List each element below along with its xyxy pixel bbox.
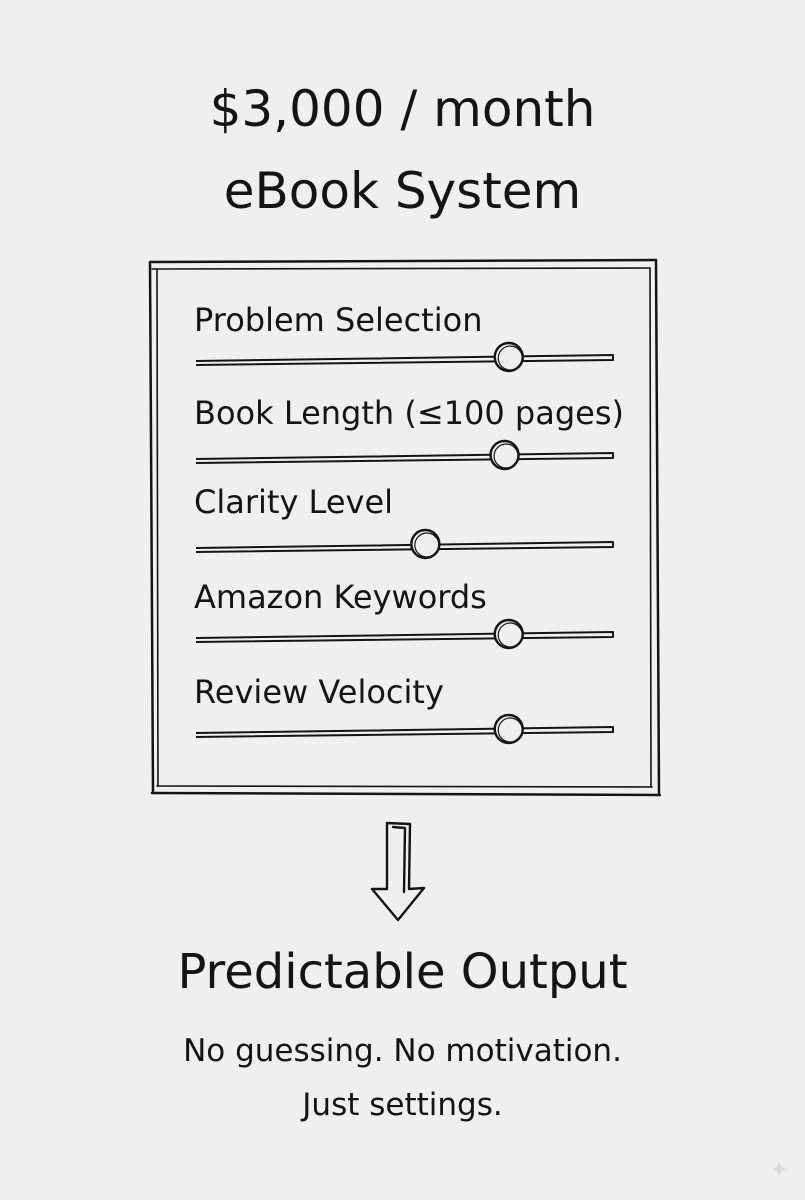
- slider-knob-outline: [497, 622, 523, 648]
- slider-amazon-keywords[interactable]: [195, 618, 614, 650]
- slider-review-velocity[interactable]: [195, 713, 614, 745]
- output-subtitle-line-2: Just settings.: [302, 1087, 503, 1123]
- slider-problem-selection[interactable]: [195, 341, 614, 373]
- slider-knob-outline: [493, 443, 519, 469]
- output-subtitle-line-1: No guessing. No motivation.: [183, 1033, 622, 1069]
- settings-panel-frame: [148, 258, 662, 797]
- slider-label-problem-selection: Problem Selection: [194, 301, 483, 339]
- slider-clarity-level[interactable]: [195, 528, 614, 560]
- slider-knob-outline: [497, 717, 523, 743]
- title-line-1: $3,000 / month: [209, 80, 596, 138]
- slider-track: [195, 726, 614, 738]
- slider-label-amazon-keywords: Amazon Keywords: [194, 578, 487, 616]
- slider-track: [195, 452, 614, 464]
- slider-label-clarity-level: Clarity Level: [194, 483, 394, 521]
- title-line-2: eBook System: [223, 162, 582, 220]
- slider-knob-outline: [497, 345, 523, 371]
- slider-knob-outline: [414, 532, 440, 558]
- slider-track: [195, 354, 614, 366]
- slider-track: [195, 541, 614, 553]
- sparkle-icon: ✦: [770, 1158, 789, 1183]
- slider-label-book-length: Book Length (≤100 pages): [194, 394, 624, 432]
- slider-label-review-velocity: Review Velocity: [194, 673, 444, 711]
- slider-book-length[interactable]: [195, 439, 614, 471]
- slider-track: [195, 631, 614, 643]
- down-arrow-icon: [370, 821, 426, 922]
- output-title: Predictable Output: [177, 944, 628, 1000]
